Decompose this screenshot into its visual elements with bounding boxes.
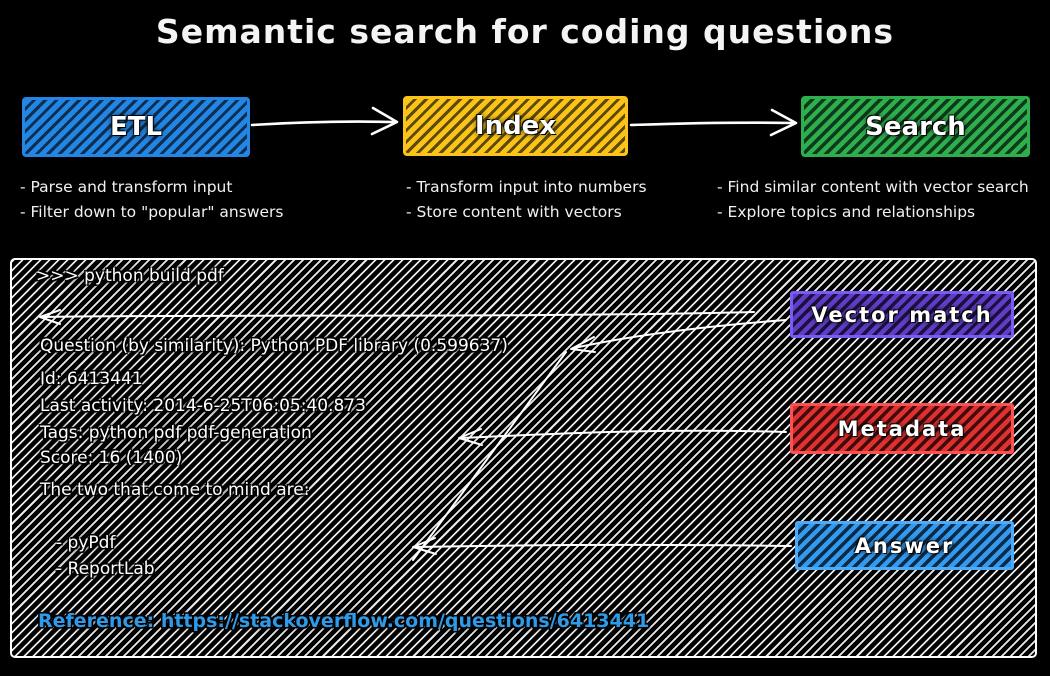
terminal-answer-intro: The two that come to mind are: — [40, 480, 310, 500]
terminal-answer-item-1: - pyPdf — [56, 533, 116, 553]
stage-label-index: Index — [474, 111, 557, 141]
terminal-question-line: Question (by similarity): Python PDF lib… — [40, 336, 508, 356]
callout-metadata: Metadata — [790, 403, 1014, 454]
callout-vector-match-label: Vector match — [811, 302, 993, 327]
stage-box-index: Index — [403, 96, 628, 156]
terminal-meta-tags: Tags: python pdf pdf-generation — [40, 423, 312, 443]
arrow-index-to-search — [629, 108, 798, 137]
terminal-meta-id: Id: 6413441 — [40, 369, 143, 389]
etl-bullet-list: - Parse and transform input - Filter dow… — [20, 175, 283, 225]
terminal-meta-lastactivity: Last activity: 2014-6-25T06:05:40.873 — [40, 396, 366, 416]
search-bullet-1: - Find similar content with vector searc… — [717, 178, 1029, 196]
stage-box-etl: ETL — [22, 97, 250, 157]
callout-answer: Answer — [795, 521, 1014, 570]
stage-box-search: Search — [801, 96, 1030, 157]
index-bullet-2: - Store content with vectors — [406, 203, 622, 221]
index-bullet-list: - Transform input into numbers - Store c… — [406, 175, 647, 225]
callout-answer-label: Answer — [854, 533, 955, 558]
etl-bullet-1: - Parse and transform input — [20, 178, 233, 196]
terminal-meta-score: Score: 16 (1400) — [40, 448, 183, 468]
arrow-etl-to-index — [250, 106, 399, 136]
stage-label-search: Search — [865, 111, 966, 142]
stage-label-etl: ETL — [109, 112, 163, 142]
search-bullet-list: - Find similar content with vector searc… — [717, 175, 1029, 225]
terminal-query-line: >>> python build pdf — [36, 266, 224, 286]
reference-link[interactable]: Reference: https://stackoverflow.com/que… — [38, 610, 650, 632]
index-bullet-1: - Transform input into numbers — [406, 178, 647, 196]
search-bullet-2: - Explore topics and relationships — [717, 203, 976, 221]
callout-vector-match: Vector match — [790, 291, 1014, 338]
callout-metadata-label: Metadata — [837, 416, 967, 441]
etl-bullet-2: - Filter down to "popular" answers — [20, 203, 284, 221]
terminal-answer-item-2: - ReportLab — [56, 559, 155, 579]
page-title: Semantic search for coding questions — [155, 12, 895, 51]
